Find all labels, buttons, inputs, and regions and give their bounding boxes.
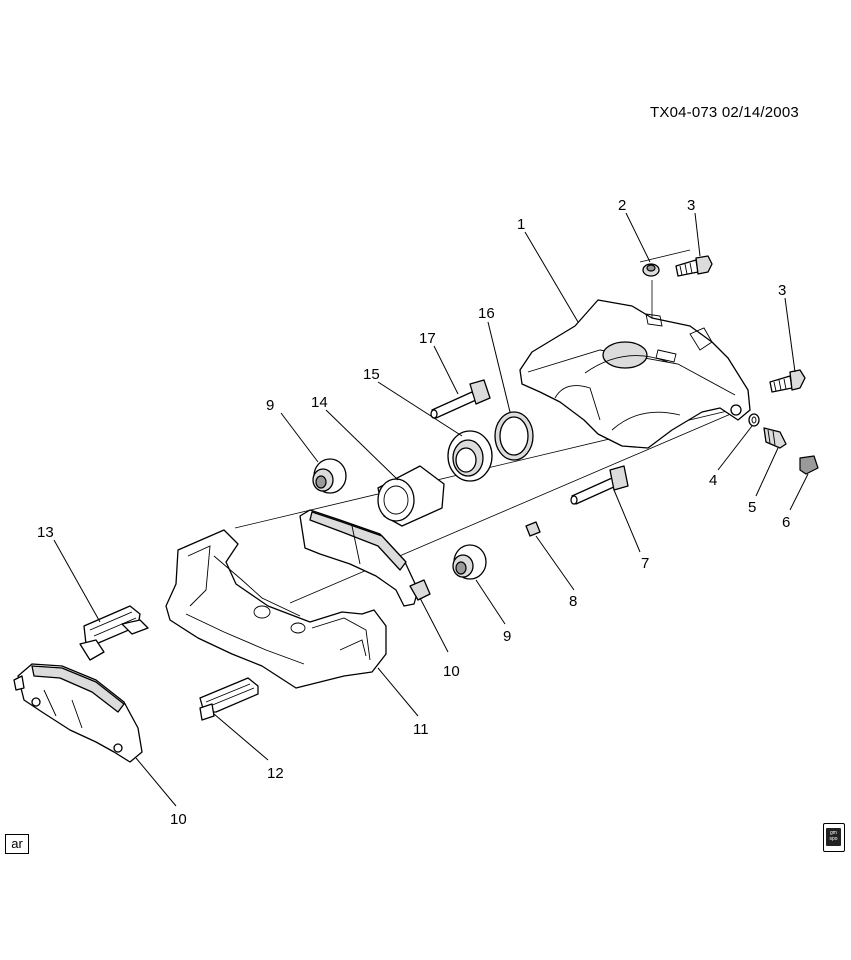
callout-3-lower: 3: [778, 282, 786, 299]
pad-retainer-clip-lower: [199, 677, 259, 721]
callout-16: 16: [478, 305, 495, 322]
callout-11: 11: [413, 721, 429, 738]
callout-15: 15: [363, 366, 380, 383]
callout-5: 5: [748, 499, 756, 516]
caliper-housing: [519, 299, 751, 449]
piston-o-ring: [494, 411, 534, 461]
piston-seal: [447, 430, 493, 482]
callout-2: 2: [618, 197, 626, 214]
gm-spo-logo-text: gm spo: [826, 828, 841, 846]
callout-labels: 1 2 3 3 4 5 6 7 8 9 9 10 10 11 12 13 14 …: [37, 197, 790, 828]
brake-pad-inner: [299, 509, 431, 607]
caliper-bolt-lower: [769, 369, 806, 393]
callout-4: 4: [709, 472, 717, 489]
pad-retainer-clip-upper: [79, 605, 149, 661]
callout-7: 7: [641, 555, 649, 572]
caliper-bolt-upper: [675, 255, 713, 277]
caliper-bracket: [165, 529, 387, 689]
guide-pin: [570, 465, 629, 505]
callout-3-upper: 3: [687, 197, 695, 214]
bleeder-valve: [763, 427, 787, 449]
callout-9-upper: 9: [266, 397, 274, 414]
mounting-bolt: [430, 379, 491, 419]
caliper-piston: [377, 465, 445, 527]
diagram-tag: ar: [5, 834, 29, 854]
callout-8: 8: [569, 593, 577, 610]
guide-pin-boot-upper: [312, 458, 347, 494]
bleeder-valve-cap: [799, 455, 819, 475]
guide-pin-boot-lower: [452, 544, 487, 580]
callout-10-lower: 10: [170, 811, 187, 828]
callout-10-upper: 10: [443, 663, 460, 680]
leader-lines: [53, 212, 809, 807]
callout-13: 13: [37, 524, 54, 541]
callout-6: 6: [782, 514, 790, 531]
bleeder-cap: [642, 263, 660, 277]
pin-bushing: [525, 521, 541, 537]
callout-14: 14: [311, 394, 328, 411]
bleeder-washer: [748, 413, 760, 427]
callout-9-lower: 9: [503, 628, 511, 645]
callout-17: 17: [419, 330, 436, 347]
callout-1: 1: [517, 216, 525, 233]
diagram-reference-id: TX04-073 02/14/2003: [650, 104, 799, 121]
gm-spo-logo-icon: gm spo: [823, 823, 845, 852]
callout-12: 12: [267, 765, 284, 782]
brake-pad-outer: [13, 663, 143, 763]
